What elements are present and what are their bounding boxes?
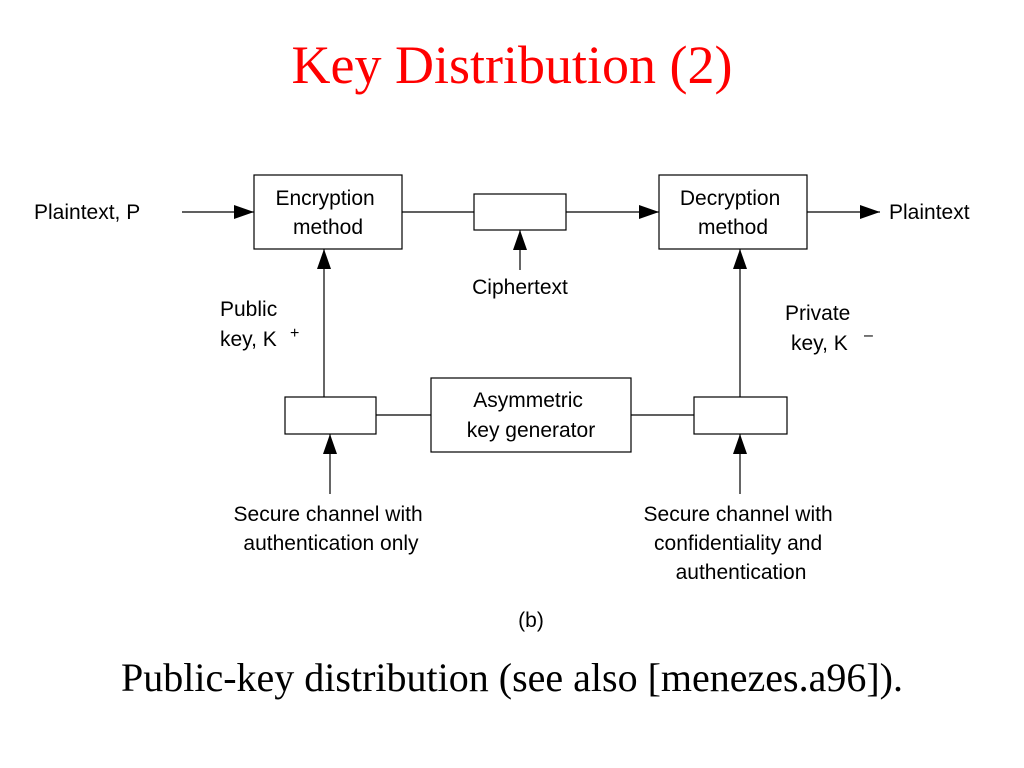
decryption-method-label: Decryption method bbox=[680, 187, 786, 239]
slide-title: Key Distribution (2) bbox=[291, 35, 733, 95]
encryption-method-label: Encryption method bbox=[275, 187, 380, 239]
decryption-method-box bbox=[658, 174, 808, 250]
ciphertext-box bbox=[473, 193, 567, 231]
private-key-superscript: – bbox=[864, 327, 873, 344]
public-key-channel-box bbox=[284, 396, 377, 435]
encryption-method-box bbox=[253, 174, 403, 250]
figure-sublabel: (b) bbox=[518, 609, 544, 632]
asymmetric-key-generator-label: Asymmetric key generator bbox=[467, 389, 595, 442]
authentication-channel-label: Secure channel with authentication only bbox=[234, 503, 429, 555]
private-key-label: Private key, K bbox=[785, 302, 856, 355]
plaintext-input-label: Plaintext, P bbox=[34, 201, 140, 224]
private-key-channel-box bbox=[693, 396, 788, 435]
asymmetric-key-generator-box bbox=[430, 377, 632, 453]
public-key-label: Public key, K bbox=[220, 298, 283, 351]
plaintext-output-label: Plaintext bbox=[889, 201, 970, 224]
slide-caption: Public-key distribution (see also [menez… bbox=[121, 655, 903, 700]
ciphertext-label: Ciphertext bbox=[472, 276, 568, 299]
public-key-superscript: + bbox=[290, 325, 299, 342]
confidential-channel-label: Secure channel with confidentiality and … bbox=[644, 503, 839, 584]
